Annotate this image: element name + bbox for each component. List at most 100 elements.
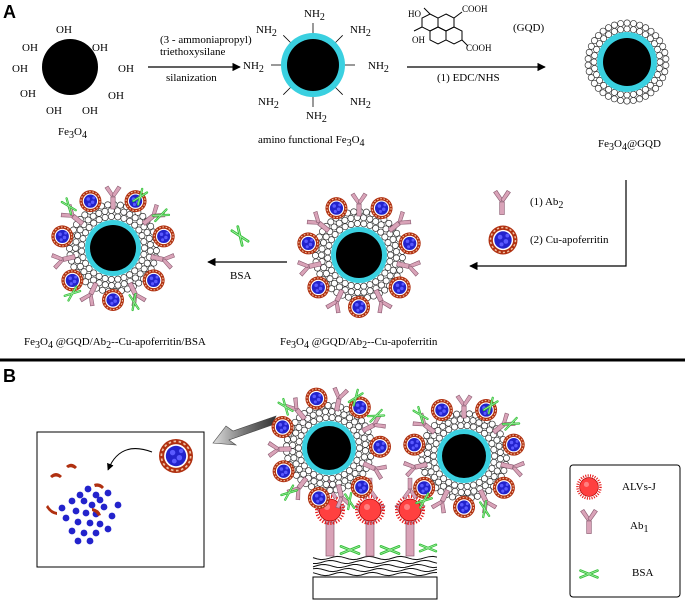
legend-alvs-label: ALVs-J — [622, 481, 656, 493]
cu-ion — [114, 501, 122, 509]
bsa-step-label: BSA — [230, 270, 252, 282]
gqd-particle — [629, 26, 637, 34]
cu-ion — [58, 504, 66, 512]
probe-left — [267, 386, 392, 511]
cu-apoferritin — [296, 231, 320, 255]
gqd-particle — [457, 488, 465, 496]
product1-label: Fe3O4 @GQD/Ab2--Cu-apoferritin — [280, 336, 438, 352]
gqd-particle — [457, 482, 465, 490]
gqd-particle — [372, 278, 380, 286]
oh-label: OH — [118, 63, 134, 75]
gqd-particle — [465, 410, 473, 418]
gqd-particle — [334, 415, 342, 423]
gqd-particle — [316, 270, 324, 278]
gqd-particle — [445, 426, 453, 434]
gqd-particle — [661, 68, 669, 76]
gqd-particle — [464, 488, 472, 496]
magnetic-core — [307, 426, 351, 470]
cu-ion — [80, 529, 88, 537]
gqd-particle — [389, 235, 397, 243]
gqd-particle — [590, 58, 598, 66]
graphene-sheet — [312, 567, 438, 573]
gqd-particle — [90, 219, 98, 227]
cu-ion — [72, 507, 80, 515]
cu-apoferritin — [60, 268, 84, 292]
oh-label: OH — [56, 24, 72, 36]
gqd-particle — [469, 423, 477, 431]
cu-ion — [80, 497, 88, 505]
bsa-block — [418, 543, 438, 553]
gqd-particle — [322, 269, 330, 277]
cu-apoferritin — [307, 486, 331, 510]
gqd-particle — [360, 434, 368, 442]
gqd-particle — [295, 465, 303, 473]
amino-fe3o4-core — [287, 39, 339, 91]
gqd-particle — [101, 214, 109, 221]
gqd-particle — [448, 493, 456, 501]
gqd-particle — [387, 251, 394, 259]
gqd-particle — [147, 222, 155, 230]
gqd-particle — [347, 221, 355, 228]
panel-b-label: B — [3, 366, 16, 386]
gqd-particle — [605, 24, 612, 32]
cu-ion — [96, 496, 104, 504]
oh-label: OH — [12, 63, 28, 75]
cu-ion — [62, 514, 70, 522]
gqd-particle — [143, 228, 151, 236]
gqd-particle — [76, 262, 84, 270]
release-curve-arrow — [107, 448, 153, 471]
gqd-particle — [493, 436, 501, 444]
cu-ion — [74, 518, 82, 526]
gqd-particle — [329, 480, 337, 488]
cu-apoferritin — [142, 268, 166, 292]
magnetic-core — [90, 225, 136, 271]
gqd-particle — [350, 208, 358, 216]
gqd-particle — [126, 271, 134, 279]
gqd-particle — [451, 481, 459, 489]
amino-fe3o4-label: amino functional Fe3O4 — [258, 134, 365, 150]
alvs-j-virus — [355, 495, 385, 525]
gqd-particle — [418, 456, 426, 464]
nh2-label: NH2 — [243, 60, 264, 76]
gqd-particle — [101, 275, 109, 282]
gqd-particle — [361, 440, 369, 448]
gqd-particle — [425, 443, 433, 451]
cu-apoferritin — [50, 224, 74, 248]
fe3o4-core — [42, 39, 98, 95]
gqd-particle — [623, 97, 631, 105]
gqd-particle — [491, 452, 498, 460]
gqd-particle — [114, 275, 122, 283]
cu-ion — [86, 537, 94, 545]
cu-ion — [86, 519, 94, 527]
nh2-label: NH2 — [306, 110, 327, 126]
gqd-particle — [95, 272, 103, 280]
gqd-particle — [430, 452, 437, 460]
nh2-label: NH2 — [350, 24, 371, 40]
gqd-particle — [360, 220, 368, 228]
nh2-label: NH2 — [258, 96, 279, 112]
edc-label: (1) EDC/NHS — [437, 72, 500, 84]
gqd-particle — [120, 274, 128, 281]
legend-bsa-label: BSA — [632, 567, 654, 579]
gqd-structure — [413, 7, 469, 47]
cu-apoferritin — [304, 387, 328, 411]
gqd-particle — [629, 97, 637, 104]
gqd-particle — [623, 25, 631, 33]
gqd-particle — [393, 229, 401, 237]
cu-apoferritin — [502, 433, 526, 457]
gqd-particle — [320, 239, 328, 247]
fe3o4-label: Fe3O4 — [58, 126, 87, 142]
cu-ion — [108, 512, 116, 520]
cu-ion — [82, 509, 90, 517]
gqd-particle — [107, 213, 115, 220]
gqd-particle — [78, 241, 86, 249]
gqd-particle — [324, 248, 332, 256]
gqd-particle — [636, 28, 644, 35]
reagent-label-2: triethoxysilane — [160, 46, 226, 58]
gqd-particle — [421, 469, 429, 476]
gqd-particle — [114, 213, 122, 221]
gqd-particle — [66, 245, 73, 252]
gqd-particle — [316, 473, 324, 481]
gqd-particle — [341, 223, 349, 231]
gqd-particle — [353, 220, 361, 227]
